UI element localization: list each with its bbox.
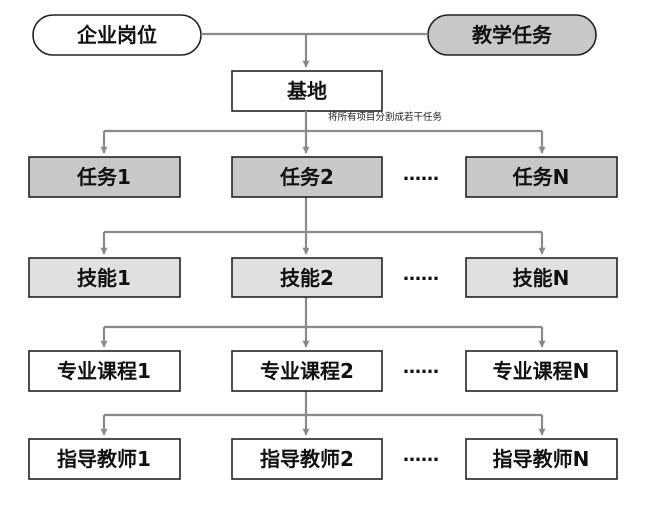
skill-2-node: 技能2 bbox=[231, 257, 383, 298]
teacher-ellipsis: …… bbox=[403, 445, 439, 466]
row-connectors bbox=[100, 111, 546, 436]
skill-2-label: 技能2 bbox=[280, 266, 334, 290]
teacher-1-node: 指导教师1 bbox=[28, 438, 181, 480]
task-2-label: 任务2 bbox=[279, 165, 334, 189]
task-1-node: 任务1 bbox=[28, 156, 181, 198]
course-2-label: 专业课程2 bbox=[260, 359, 354, 383]
task-n-label: 任务N bbox=[512, 165, 570, 189]
teacher-n-label: 指导教师N bbox=[493, 447, 590, 471]
enterprise-position-node: 企业岗位 bbox=[32, 14, 202, 56]
course-1-node: 专业课程1 bbox=[28, 350, 181, 392]
course-ellipsis: …… bbox=[403, 357, 439, 378]
course-row: 专业课程1 专业课程2 …… 专业课程N bbox=[28, 350, 618, 392]
skill-n-label: 技能N bbox=[513, 266, 570, 290]
course-2-node: 专业课程2 bbox=[231, 350, 383, 392]
skill-n-node: 技能N bbox=[465, 257, 618, 298]
skill-1-label: 技能1 bbox=[77, 266, 131, 290]
enterprise-position-label: 企业岗位 bbox=[76, 23, 157, 47]
skill-ellipsis: …… bbox=[403, 264, 439, 285]
base-node: 基地 bbox=[231, 70, 383, 112]
teacher-1-label: 指导教师1 bbox=[57, 447, 151, 471]
course-n-label: 专业课程N bbox=[493, 359, 590, 383]
skill-row: 技能1 技能2 …… 技能N bbox=[28, 257, 618, 298]
teaching-task-node: 教学任务 bbox=[427, 14, 597, 56]
teacher-n-node: 指导教师N bbox=[465, 438, 618, 480]
task-n-node: 任务N bbox=[465, 156, 618, 198]
task-2-node: 任务2 bbox=[231, 156, 383, 198]
task-row: 任务1 任务2 …… 任务N bbox=[28, 156, 618, 198]
teacher-2-label: 指导教师2 bbox=[260, 447, 354, 471]
course-1-label: 专业课程1 bbox=[57, 359, 151, 383]
top-connector bbox=[201, 32, 428, 68]
base-label: 基地 bbox=[287, 79, 327, 103]
course-n-node: 专业课程N bbox=[465, 350, 618, 392]
teacher-row: 指导教师1 指导教师2 …… 指导教师N bbox=[28, 438, 618, 480]
task-1-label: 任务1 bbox=[76, 165, 131, 189]
teaching-task-label: 教学任务 bbox=[472, 23, 553, 47]
skill-1-node: 技能1 bbox=[28, 257, 181, 298]
base-note: 将所有项目分割成若干任务 bbox=[328, 111, 443, 123]
task-ellipsis: …… bbox=[403, 164, 439, 185]
teacher-2-node: 指导教师2 bbox=[231, 438, 383, 480]
